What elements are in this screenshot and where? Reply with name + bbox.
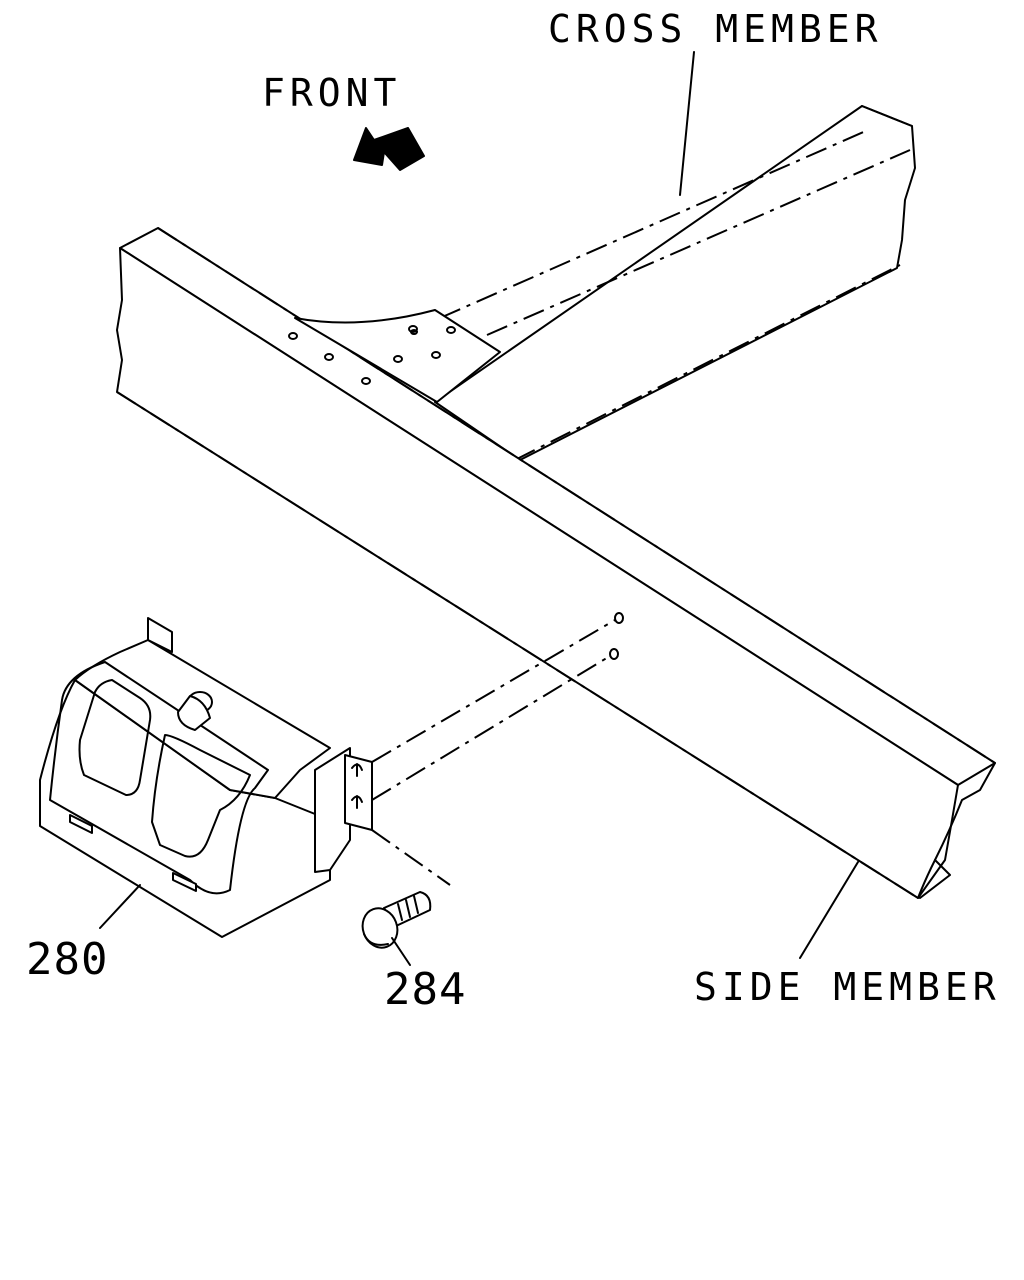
part-284-bolt: [361, 891, 432, 966]
side-member: [116, 227, 996, 959]
part-280-bracket: [39, 617, 373, 938]
side-member-leader: [799, 861, 859, 959]
cross-member: [434, 51, 916, 461]
part-number-284: 284: [384, 964, 467, 1015]
mount-hole-upper: [614, 612, 624, 624]
cross-member-leader: [679, 51, 695, 196]
assembly-lines: [371, 619, 616, 886]
part-284-leader: [391, 937, 411, 966]
cross-member-label: CROSS MEMBER: [548, 7, 883, 51]
side-member-label: SIDE MEMBER: [694, 965, 1001, 1009]
part-number-280: 280: [26, 934, 109, 985]
arrow-up-left-icon: [353, 127, 425, 171]
mount-hole-lower: [609, 648, 619, 660]
part-280-leader: [99, 884, 141, 929]
front-label: FRONT: [262, 71, 402, 115]
rivet-holes: [288, 325, 456, 385]
